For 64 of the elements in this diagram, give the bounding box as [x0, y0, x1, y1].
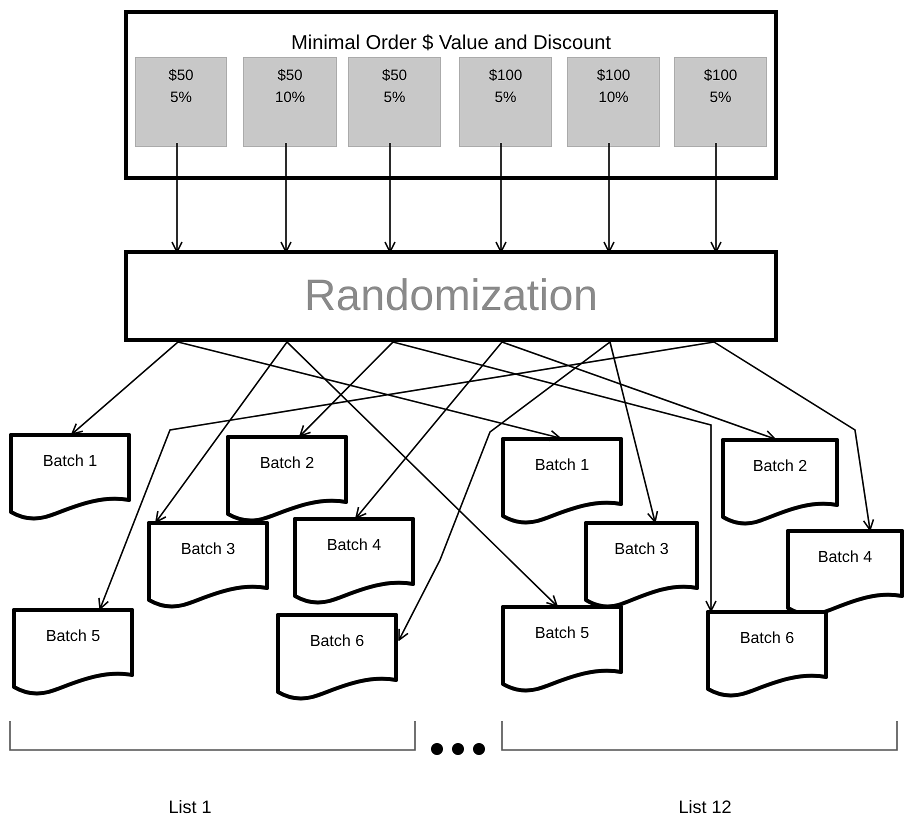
arrow: [71, 341, 179, 435]
arrow: [299, 341, 394, 437]
batch-label: Batch 1: [534, 456, 590, 476]
document-shape: [146, 520, 270, 608]
order-value: $50: [277, 66, 303, 86]
arrow: [609, 342, 658, 523]
offer-card: [243, 57, 337, 147]
arrow: [603, 143, 615, 253]
batch-label: Batch 5: [44, 627, 102, 647]
arrow: [398, 341, 610, 641]
document-shape: [705, 609, 829, 697]
document-shape: [225, 434, 349, 522]
panel-title: Minimal Order $ Value and Discount: [290, 31, 612, 56]
arrow: [155, 342, 288, 523]
offer-card: [459, 57, 552, 147]
order-value: $50: [382, 66, 408, 86]
order-value: $50: [168, 66, 194, 86]
offer-card: [348, 57, 441, 147]
document-shape: [583, 520, 700, 608]
process-box: [124, 250, 778, 342]
batch-label: Batch 3: [613, 540, 670, 560]
list-label: List 12: [677, 796, 733, 819]
document-shape: [500, 604, 624, 692]
arrow: [355, 341, 503, 519]
order-value: $100: [704, 66, 738, 86]
discount-rate: 5%: [710, 88, 732, 108]
batch-label: Batch 6: [738, 629, 796, 649]
arrow: [98, 341, 714, 610]
discount-rate: 5%: [384, 88, 406, 108]
discount-rate: 10%: [274, 88, 306, 108]
arrow: [171, 143, 183, 253]
discount-rate: 5%: [494, 88, 516, 108]
document-shape: [275, 612, 399, 700]
order-value: $100: [488, 66, 522, 86]
arrow: [286, 341, 558, 607]
order-value: $100: [596, 66, 630, 86]
offer-card: [674, 57, 767, 147]
offer-card: [567, 57, 660, 147]
discount-rate: 10%: [598, 88, 629, 108]
batch-label: Batch 4: [816, 548, 874, 568]
offer-card: [135, 57, 227, 147]
document-shape: [292, 516, 416, 604]
offer-panel: [124, 10, 778, 180]
process-label: Randomization: [304, 270, 598, 322]
arrow: [392, 341, 717, 612]
batch-label: Batch 3: [180, 540, 236, 560]
list-label: List 1: [167, 796, 213, 819]
arrow: [178, 341, 561, 442]
discount-rate: 5%: [170, 88, 192, 108]
batch-label: Batch 1: [42, 452, 98, 472]
arrow: [280, 143, 292, 253]
batch-label: Batch 5: [534, 624, 590, 644]
document-shape: [720, 437, 840, 525]
batch-label: Batch 2: [258, 454, 316, 474]
arrow: [384, 143, 396, 253]
arrow: [495, 143, 507, 253]
document-shape: [8, 432, 132, 520]
batch-label: Batch 6: [308, 632, 366, 652]
arrow: [714, 341, 874, 531]
batch-label: Batch 4: [326, 536, 382, 556]
document-shape: [11, 607, 135, 695]
batch-label: Batch 2: [752, 457, 808, 477]
arrow: [710, 143, 722, 253]
document-shape: [500, 436, 624, 524]
